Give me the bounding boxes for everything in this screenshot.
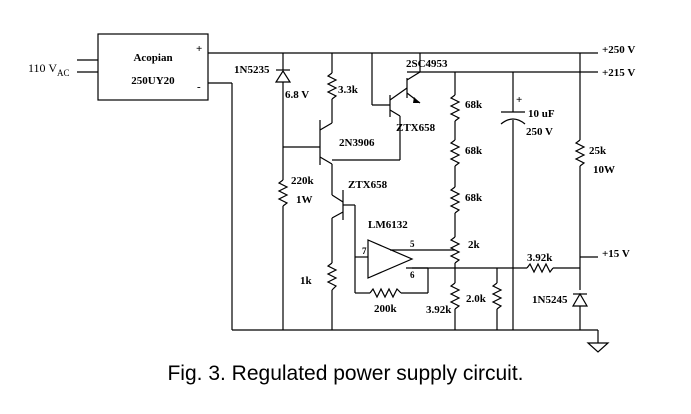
zener-top-part: 1N5235 xyxy=(234,64,270,76)
opamp-lm6132: LM6132 5 7 6 xyxy=(362,219,455,293)
cap-value: 10 uF xyxy=(528,108,555,120)
r-68k-3-label: 68k xyxy=(465,192,483,204)
rail-250v-label: +250 V xyxy=(602,44,635,56)
cap-plus: + xyxy=(516,94,522,106)
r-3k3-label: 3.3k xyxy=(338,84,359,96)
ac-input: 110 VAC xyxy=(28,59,98,78)
opamp-pin6: 6 xyxy=(410,270,415,280)
opamp-label: LM6132 xyxy=(368,219,408,231)
q-2sc4953-label: 2SC4953 xyxy=(406,58,448,70)
resistor-3k3: 3.3k xyxy=(326,53,359,123)
r-220k-label: 220k xyxy=(291,175,315,187)
ground-icon xyxy=(586,342,610,353)
r-3-92k-series-label: 3.92k xyxy=(527,252,553,264)
ground-return xyxy=(208,82,610,353)
zener-1n5245: 1N5245 xyxy=(532,292,589,330)
q-ztx658-top-label: ZTX658 xyxy=(396,122,436,134)
r-25k-label: 25k xyxy=(589,145,607,157)
q-ztx658-mid-label: ZTX658 xyxy=(348,179,388,191)
capacitor-10uf: + 10 uF 250 V xyxy=(500,72,555,330)
transistor-ztx658-mid: ZTX658 xyxy=(331,173,388,258)
rail-215v-label: +215 V xyxy=(602,67,635,79)
figure-caption: Fig. 3. Regulated power supply circuit. xyxy=(167,362,524,385)
resistor-220k: 220k 1W xyxy=(277,147,315,330)
resistor-200k: 200k xyxy=(354,257,428,315)
r-3-92k-bottom-label: 3.92k xyxy=(426,304,452,316)
opamp-pin5: 5 xyxy=(410,239,415,249)
r-25k-power: 10W xyxy=(593,164,615,176)
zener-bottom-part: 1N5245 xyxy=(532,294,568,306)
resistor-3-92k-series: 3.92k +15 V xyxy=(497,248,630,274)
rail-215v: +215 V xyxy=(407,67,635,79)
r-220k-power: 1W xyxy=(296,194,313,206)
module-minus-terminal: - xyxy=(197,81,201,93)
zener-1n5235: 1N5235 6.8 V xyxy=(234,53,309,147)
acopian-module: Acopian 250UY20 + - xyxy=(97,33,209,101)
divider-chain: 68k 68k 68k 2k 3.92k xyxy=(412,72,497,330)
module-model: 250UY20 xyxy=(131,75,175,87)
rail-15v-label: +15 V xyxy=(602,248,630,260)
cap-voltage: 250 V xyxy=(526,126,553,138)
resistor-1k: 1k xyxy=(300,218,338,330)
transistor-2n3906: 2N3906 xyxy=(283,120,400,173)
q-2n3906-label: 2N3906 xyxy=(339,137,375,149)
ac-input-label: 110 VAC xyxy=(28,61,70,78)
transistor-ztx658-top: ZTX658 xyxy=(389,87,436,160)
module-plus-terminal: + xyxy=(196,43,202,55)
r-68k-1-label: 68k xyxy=(465,99,483,111)
r-2-0k-label: 2.0k xyxy=(466,293,487,305)
transistor-2sc4953: 2SC4953 xyxy=(371,53,448,106)
rail-250v: +250 V xyxy=(208,44,635,56)
r-1k-label: 1k xyxy=(300,275,313,287)
resistor-2-0k: 2.0k xyxy=(466,268,503,330)
r-68k-2-label: 68k xyxy=(465,145,483,157)
r-200k-label: 200k xyxy=(374,303,398,315)
opamp-pin7: 7 xyxy=(362,246,367,256)
module-brand: Acopian xyxy=(133,52,172,64)
resistor-25k: 25k 10W xyxy=(574,53,615,290)
zener-top-value: 6.8 V xyxy=(285,89,309,101)
pot-2k-label: 2k xyxy=(468,239,481,251)
